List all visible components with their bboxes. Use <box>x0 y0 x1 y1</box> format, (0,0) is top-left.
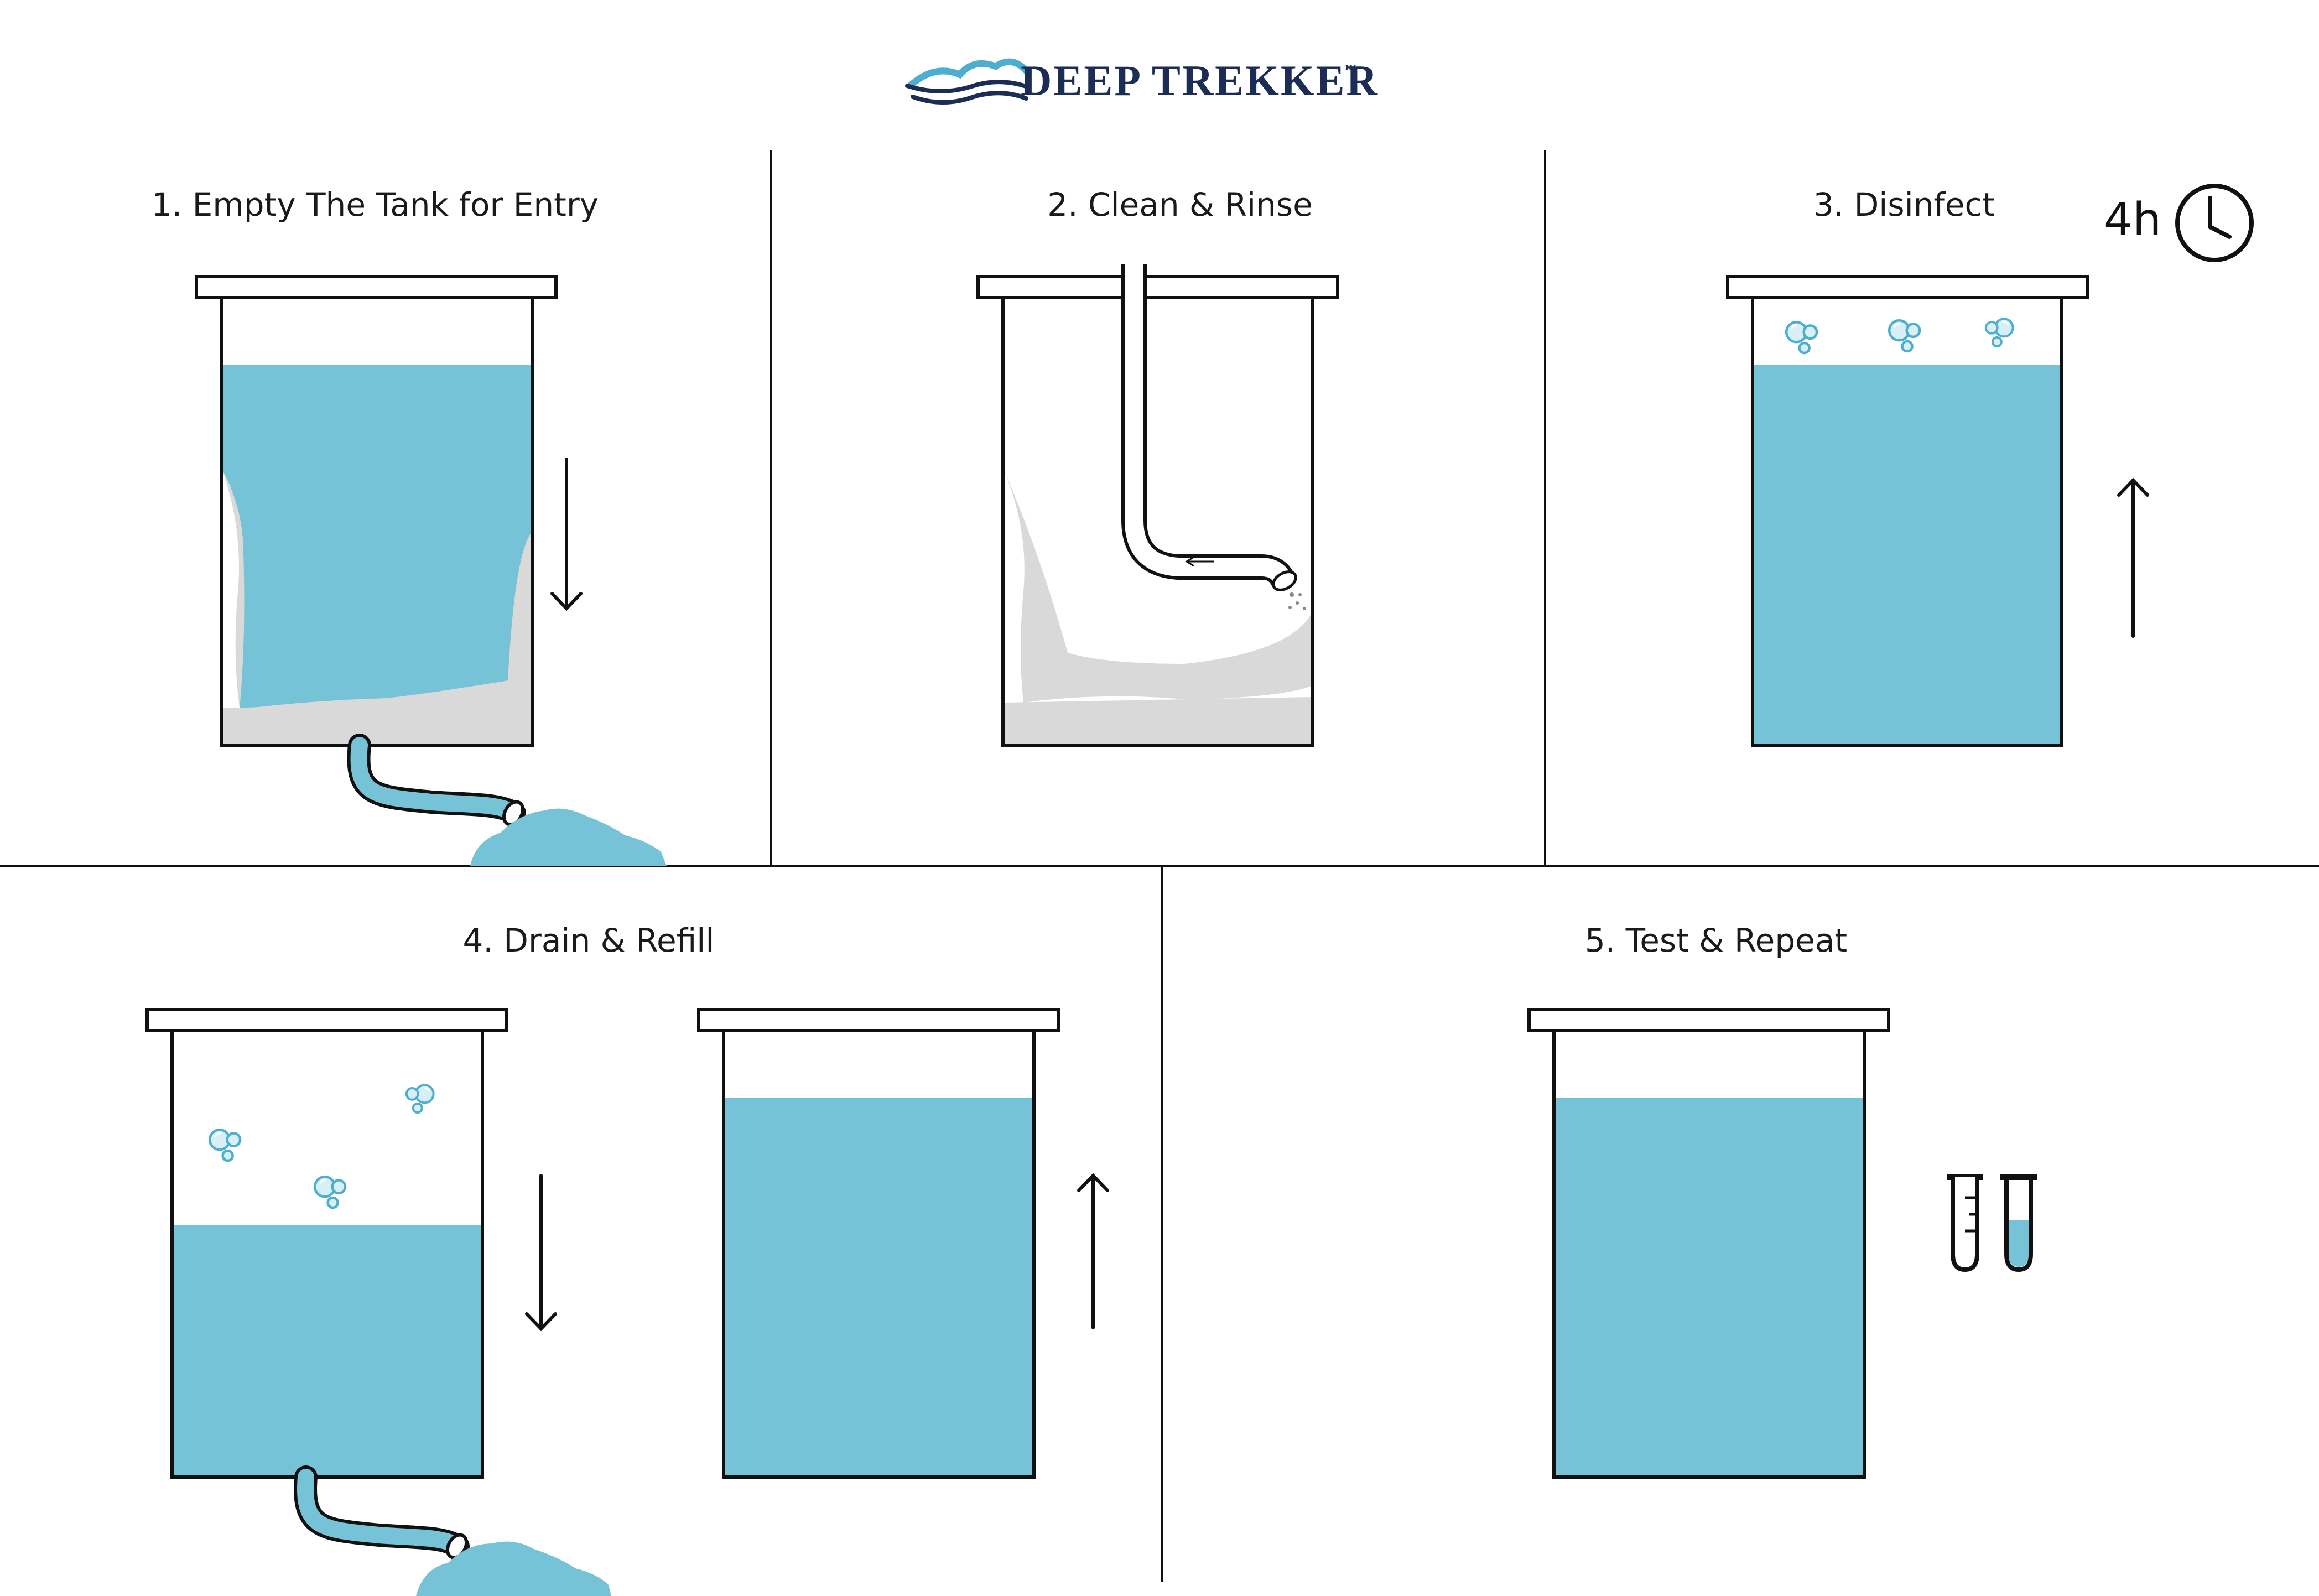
tank-step-1 <box>195 275 558 747</box>
test-tubes-icon <box>1947 1174 2037 1272</box>
tank-lid <box>1527 1008 1890 1032</box>
step-2-title: 2. Clean & Rinse <box>1047 186 1313 223</box>
tank-outline <box>1751 298 2063 747</box>
step-3-title: 3. Disinfect <box>1813 186 1995 223</box>
tank-lid <box>195 275 558 299</box>
sediment <box>1004 470 1311 703</box>
tank-lid <box>697 1008 1060 1032</box>
sediment-floor <box>1004 697 1311 744</box>
step-1-panel: 1. Empty The Tank for Entry <box>152 186 667 866</box>
tank-lid <box>145 1008 508 1032</box>
tank-step-4-draining <box>145 1008 508 1479</box>
tank-lid <box>976 275 1339 299</box>
tank-outline <box>1001 298 1314 747</box>
rinse-hose-icon <box>1121 264 1297 591</box>
step-4-title: 4. Drain & Refill <box>463 922 715 959</box>
bubbles-icon <box>315 1177 345 1208</box>
step-3-panel: 3. Disinfect 4h <box>1726 184 2254 747</box>
step-2-panel: 2. Clean & Rinse <box>976 186 1339 747</box>
step-5-title: 5. Test & Repeat <box>1585 922 1847 959</box>
brand-name: DEEP TREKKER <box>1021 56 1379 105</box>
tank-outline <box>722 1031 1036 1479</box>
water-fill <box>222 365 532 709</box>
water-fill <box>1555 1098 1863 1477</box>
panel-dividers <box>0 150 2319 1582</box>
drain-hose-icon <box>294 1465 470 1559</box>
water-fill <box>173 1225 481 1477</box>
brand-trademark: ™ <box>1344 62 1358 76</box>
bubbles-icon <box>1889 320 1920 351</box>
bubbles-icon <box>405 1084 435 1114</box>
tank-step-2 <box>976 275 1339 747</box>
bubbles-icon <box>1786 322 1817 353</box>
clock-icon <box>2175 184 2254 262</box>
spray-icon <box>1288 592 1306 610</box>
water-fill <box>725 1098 1033 1477</box>
bubbles-icon <box>1984 318 2014 347</box>
arrow-up-icon <box>1077 1173 1109 1329</box>
test-tube-empty <box>1947 1174 1983 1272</box>
waves-icon <box>905 58 1031 105</box>
tank-step-4-refilling <box>697 1008 1060 1479</box>
brand-logo: DEEP TREKKER ™ <box>905 56 1379 105</box>
arrow-up-icon <box>2117 477 2149 638</box>
timer-duration: 4h <box>2104 194 2161 246</box>
tank-step-3 <box>1726 275 2089 747</box>
tank-outline <box>220 298 534 747</box>
tank-outline <box>1552 1031 1866 1479</box>
arrow-down-icon <box>525 1174 557 1332</box>
timer: 4h <box>2104 184 2254 262</box>
step-4-panel: 4. Drain & Refill <box>145 922 1109 1596</box>
arrow-down-icon <box>550 458 583 611</box>
bubbles-icon <box>210 1130 240 1161</box>
drain-hose-icon <box>347 734 526 826</box>
tank-step-5 <box>1527 1008 1890 1479</box>
tank-outline <box>170 1031 484 1479</box>
step-1-title: 1. Empty The Tank for Entry <box>152 186 599 223</box>
tank-lid <box>1726 275 2089 299</box>
puddle-icon <box>416 1541 611 1596</box>
step-5-panel: 5. Test & Repeat <box>1527 922 2037 1479</box>
test-tube-filled <box>2000 1174 2037 1272</box>
sediment-floor <box>222 700 532 744</box>
puddle-icon <box>470 808 667 866</box>
water-fill <box>1754 365 2061 745</box>
